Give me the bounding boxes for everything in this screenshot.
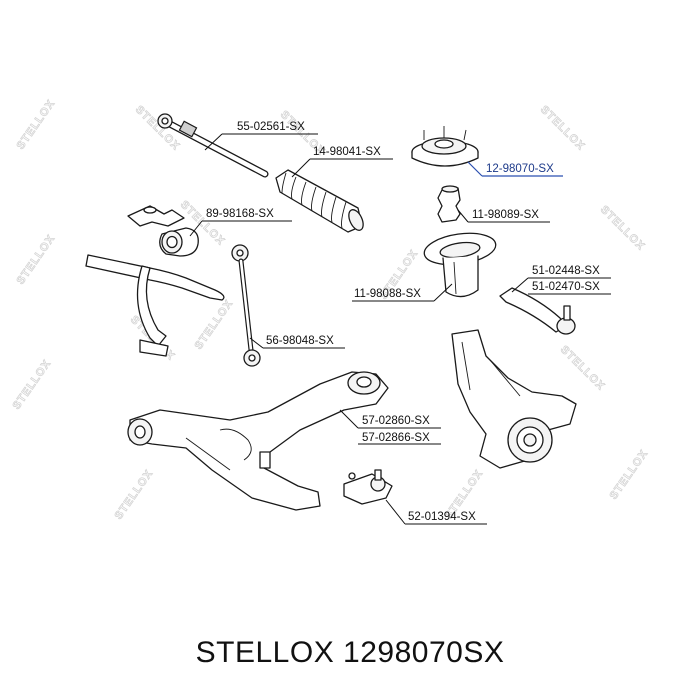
watermark-stamp: STELLOX	[558, 344, 607, 393]
watermark-stamp: STELLOX	[113, 468, 156, 522]
leader-bump-stop	[457, 209, 550, 223]
leader-strut-mount	[467, 161, 563, 177]
label-control-arm-a[interactable]: 57-02860-SX	[362, 415, 430, 427]
label-bump-stop[interactable]: 11-98089-SX	[472, 209, 539, 221]
watermark-stamp: STELLOX	[193, 298, 236, 352]
label-steering-boot[interactable]: 14-98041-SX	[313, 146, 381, 158]
stabilizer-link-part	[231, 244, 261, 367]
bump-stop-part	[437, 185, 461, 223]
lower-control-arm-part	[127, 371, 389, 511]
leader-stabilizer-link	[249, 337, 345, 349]
watermark-layer: STELLOX STELLOX STELLOX STELLOX STELLOX …	[10, 97, 651, 522]
leader-dust-boot	[352, 283, 453, 302]
leader-stabilizer-bushing	[189, 220, 292, 237]
ball-joint-part	[343, 469, 393, 505]
inner-tie-rod-part	[157, 113, 269, 178]
dust-boot-part	[423, 232, 497, 298]
leader-lines	[189, 133, 611, 525]
stabilizer-bar-part	[85, 254, 225, 357]
stabilizer-bushing-part	[127, 205, 199, 257]
watermark-stamp: STELLOX	[598, 204, 647, 253]
label-stabilizer-bushing[interactable]: 89-98168-SX	[206, 208, 274, 220]
label-stabilizer-link[interactable]: 56-98048-SX	[266, 335, 334, 347]
label-strut-mount[interactable]: 12-98070-SX	[486, 163, 554, 175]
leader-tie-rod	[204, 133, 318, 151]
leader-tie-rod-end-a	[511, 277, 611, 293]
footer-part-number: 1298070SX	[343, 636, 505, 669]
leader-control-arm	[339, 409, 441, 445]
label-tie-rod[interactable]: 55-02561-SX	[237, 121, 305, 133]
label-tie-rod-end-b[interactable]: 51-02470-SX	[532, 281, 600, 293]
part-labels: 55-02561-SX 14-98041-SX 12-98070-SX 11-9…	[206, 121, 600, 523]
watermark-stamp: STELLOX	[15, 233, 58, 287]
steering-boot-part	[275, 169, 364, 233]
footer-brand: STELLOX	[195, 636, 335, 669]
watermark-stamp: STELLOX	[538, 104, 587, 153]
label-ball-joint[interactable]: 52-01394-SX	[408, 511, 476, 523]
label-tie-rod-end-a[interactable]: 51-02448-SX	[532, 265, 600, 277]
label-dust-boot[interactable]: 11-98088-SX	[354, 288, 421, 300]
watermark-stamp: STELLOX	[608, 448, 651, 502]
leader-ball-joint	[385, 499, 487, 525]
steering-knuckle-part	[451, 329, 577, 469]
watermark-stamp: STELLOX	[11, 358, 54, 412]
strut-mount-part	[411, 126, 479, 167]
label-control-arm-b[interactable]: 57-02866-SX	[362, 432, 430, 444]
tie-rod-end-part	[499, 287, 576, 335]
watermark-stamp: STELLOX	[15, 98, 58, 152]
leader-steering-boot	[291, 158, 393, 178]
footer-caption: STELLOX 1298070SX	[0, 636, 700, 670]
